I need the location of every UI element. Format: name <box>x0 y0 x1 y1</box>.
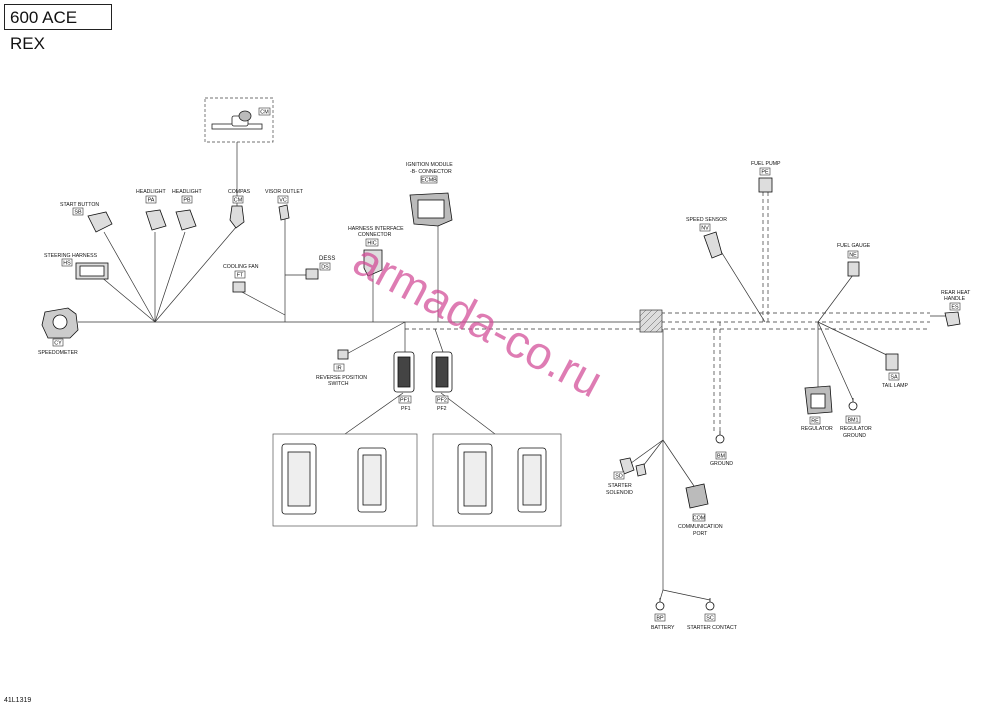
starter-contact-terminal-icon <box>705 601 715 611</box>
start-button-connector-icon <box>87 211 113 233</box>
communication-port-connector-icon <box>685 483 709 509</box>
headlight-pb-code: PB <box>183 198 191 204</box>
regulator-ground-code: BM1 <box>847 418 858 424</box>
rear-heat-handle-label-1: REAR HEAT <box>941 290 971 296</box>
reverse-switch-connector-icon <box>337 349 349 360</box>
tail-lamp-label: TAIL LAMP <box>882 383 908 389</box>
harness-interface-connector-icon <box>363 249 383 277</box>
ground-terminal-icon <box>715 434 725 444</box>
compas-label: COMPAS <box>228 189 251 195</box>
dess-label: DESS <box>319 256 335 262</box>
visor-outlet-connector-icon <box>278 204 290 221</box>
compas-code: CM <box>234 198 243 204</box>
cooling-fan-connector-icon <box>232 281 246 293</box>
starter-solenoid-label-2: SOLENOID <box>606 490 633 496</box>
battery-terminal-icon <box>655 601 665 611</box>
fuel-pump-code: PE <box>761 170 769 176</box>
communication-port-code: COM <box>693 516 706 522</box>
fuel-pump-connector-icon <box>758 177 773 193</box>
cooling-fan-code: FT <box>237 273 244 279</box>
rear-heat-handle-connector-icon <box>944 311 961 327</box>
battery-label: BATTERY <box>651 625 675 631</box>
start-button-code: SB <box>74 210 82 216</box>
diagram-title: 600 ACE REX <box>4 4 112 53</box>
ignition-module-label-1: IGNITION MODULE <box>406 162 453 168</box>
steering-harness-code: HS <box>63 261 71 267</box>
regulator-label: REGULATOR <box>801 426 833 432</box>
regulator-code: RE <box>811 419 819 425</box>
reverse-switch-code: IR <box>336 366 341 372</box>
figure-id: 41L1319 <box>4 697 32 704</box>
headlight-pb-label: HEADLIGHT <box>172 189 203 195</box>
headlight-pa-connector-icon <box>145 209 167 231</box>
starter-solenoid-label-1: STARTER <box>608 483 632 489</box>
communication-port-label-1: COMMUNICATION <box>678 524 723 530</box>
tail-lamp-connector-icon <box>885 353 899 371</box>
tail-lamp-code: SA <box>890 375 898 381</box>
reverse-switch-label-2: SWITCH <box>328 381 349 387</box>
cooling-fan-label: COOLING FAN <box>223 264 259 270</box>
pf2-detail-box <box>432 433 562 527</box>
harness-interface-label-2: CONNECTOR <box>358 232 392 238</box>
regulator-ground-label-2: GROUND <box>843 433 866 439</box>
fuel-gauge-code: NE <box>849 253 857 259</box>
battery-code: BP <box>656 616 664 622</box>
compas-detail-box <box>204 97 274 143</box>
steering-harness-label: STEERING HARNESS <box>44 253 98 259</box>
pf1-code: PF1 <box>400 398 410 404</box>
rear-heat-handle-code: ES <box>951 305 959 311</box>
junction-sleeve <box>639 309 663 333</box>
visor-outlet-label: VISOR OUTLET <box>265 189 304 195</box>
headlight-pa-code: PA <box>148 198 155 204</box>
fuel-gauge-label: FUEL GAUGE <box>837 243 871 249</box>
dess-code: DS <box>321 265 329 271</box>
harness-interface-label-1: HARNESS INTERFACE <box>348 226 404 232</box>
starter-solenoid-connector-icon <box>619 457 635 475</box>
starter-contact-code: SC <box>706 616 714 622</box>
pf2-code: PF2 <box>437 398 447 404</box>
harness-interface-code: HIC <box>367 241 376 247</box>
speed-sensor-label: SPEED SENSOR <box>686 217 727 223</box>
rear-heat-handle-label-2: HANDLE <box>944 296 966 302</box>
headlight-pb-connector-icon <box>175 209 197 231</box>
fuel-pump-label: FUEL PUMP <box>751 161 781 167</box>
compas-connector-icon <box>229 205 245 229</box>
dess-connector-icon <box>305 268 319 280</box>
starter-solenoid-code: SD <box>615 474 623 480</box>
pf1-detail-box <box>272 433 418 527</box>
watermark: armada-co.ru <box>345 233 611 407</box>
pf1-label: PF1 <box>401 406 411 412</box>
visor-outlet-code: VC <box>279 198 287 204</box>
ground-label: GROUND <box>710 461 733 467</box>
ignition-module-code: ECMB <box>421 178 437 184</box>
reverse-switch-label-1: REVERSE POSITION <box>316 375 367 381</box>
fuel-gauge-connector-icon <box>847 261 860 277</box>
communication-port-label-2: PORT <box>693 531 708 537</box>
regulator-ground-label-1: REGULATOR <box>840 426 872 432</box>
speedometer-code: CY <box>54 341 62 347</box>
starter-contact-label: STARTER CONTACT <box>687 625 738 631</box>
pf2-label: PF2 <box>437 406 447 412</box>
compas-detail-code: CM <box>260 110 269 116</box>
speed-sensor-code: NV <box>701 226 709 232</box>
headlight-pa-label: HEADLIGHT <box>136 189 167 195</box>
ignition-module-label-2: -B- CONNECTOR <box>410 169 452 175</box>
ground-code: BM <box>717 454 726 460</box>
speedometer-label: SPEEDOMETER <box>38 350 78 356</box>
speed-sensor-connector-icon <box>703 231 723 259</box>
regulator-ground-terminal-icon <box>848 401 858 411</box>
start-button-label: START BUTTON <box>60 202 99 208</box>
